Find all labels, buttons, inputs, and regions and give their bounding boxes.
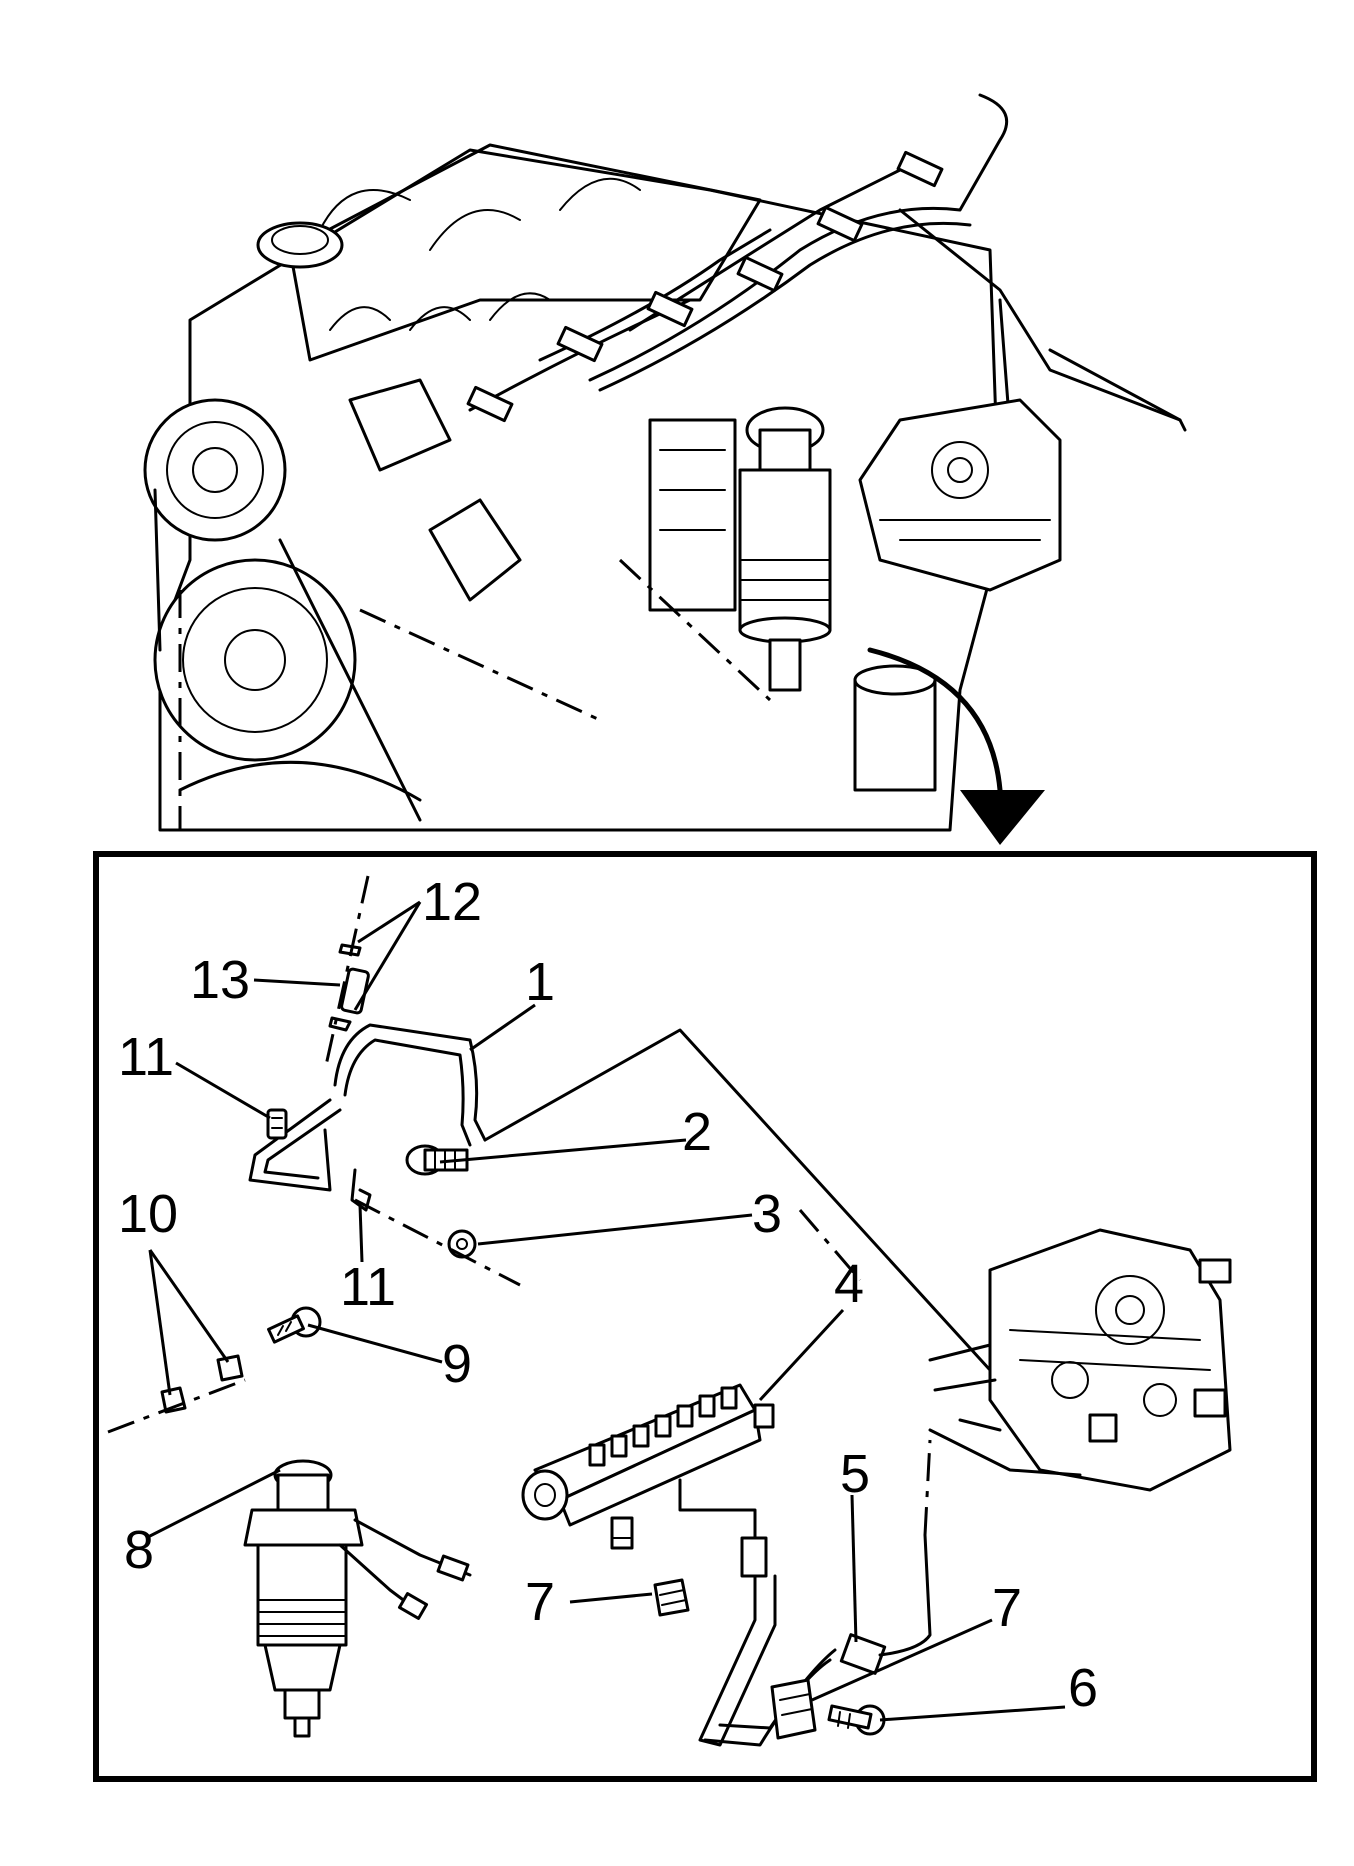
callout-7-left: 7 [525,1572,555,1632]
detail-frame [93,851,1317,1782]
callout-3: 3 [752,1184,782,1244]
callout-6: 6 [1068,1658,1098,1718]
callout-1: 1 [525,952,555,1012]
callout-5: 5 [840,1444,870,1504]
callout-labels: 12 13 1 11 2 3 10 11 4 9 5 8 7 7 6 [118,872,1098,1718]
detail-parts [107,875,1232,1747]
callout-12: 12 [422,872,482,932]
callout-7-right: 7 [992,1578,1022,1638]
callout-11-lower: 11 [340,1257,396,1317]
callout-11-top: 11 [118,1027,174,1087]
leader-lines [145,900,1066,1722]
callout-13: 13 [190,950,250,1010]
callout-10: 10 [118,1184,178,1244]
engine-illustration [143,93,1187,832]
callout-4: 4 [834,1254,864,1314]
callout-9: 9 [442,1334,472,1394]
callout-2: 2 [682,1102,712,1162]
callout-8: 8 [124,1520,154,1580]
curved-arrow-icon [867,647,1045,845]
